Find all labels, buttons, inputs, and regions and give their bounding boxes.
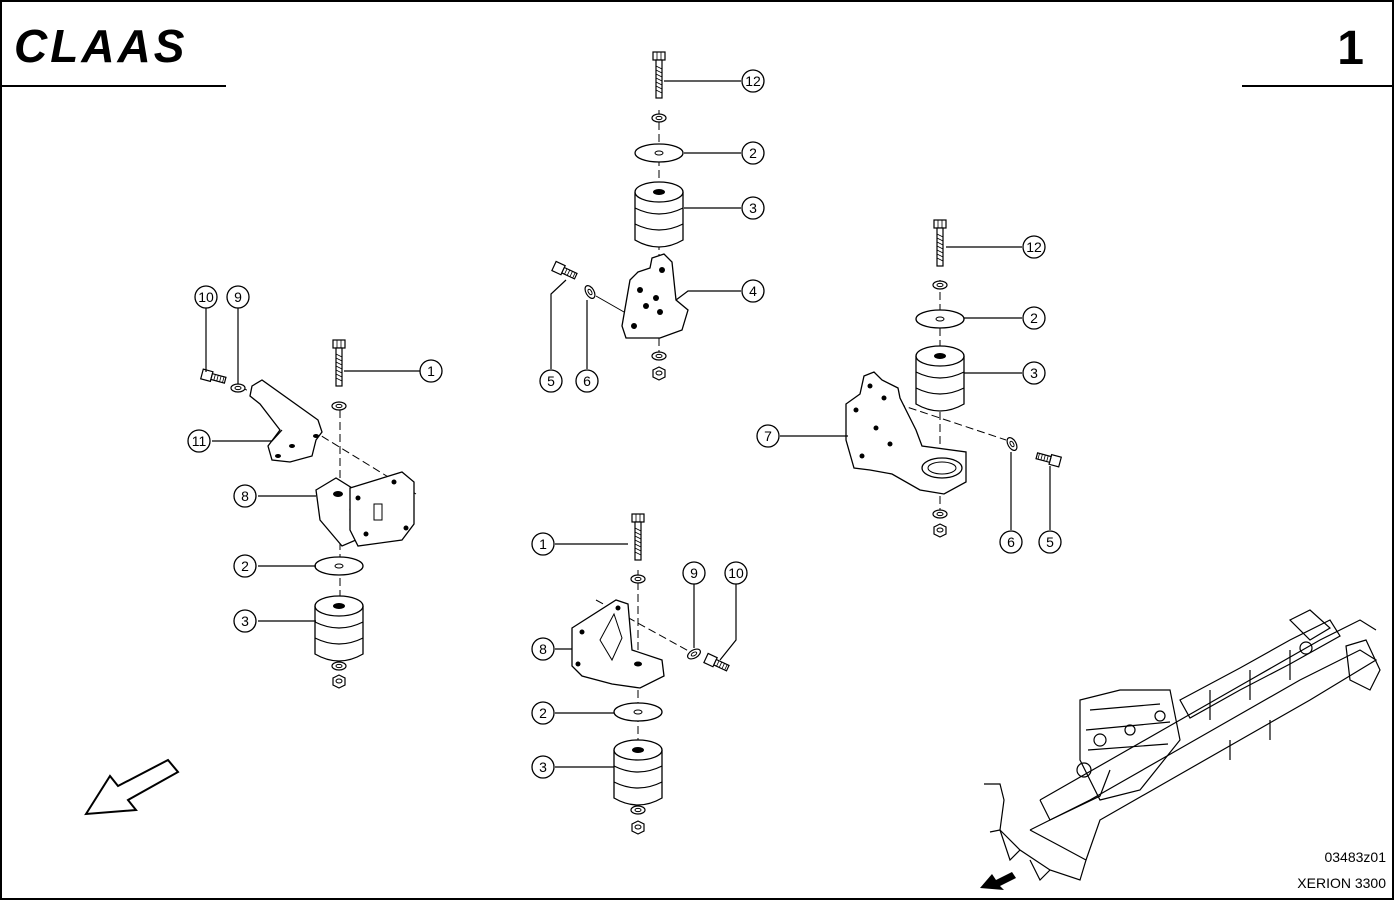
washer-part — [582, 283, 598, 301]
svg-text:8: 8 — [539, 641, 547, 657]
rubber-mount-part — [915, 345, 965, 412]
callout-g3-3: 3 — [1022, 361, 1046, 385]
bolt-part — [332, 339, 346, 387]
callout-g4-10: 10 — [724, 561, 748, 585]
callout-g3-7: 7 — [756, 424, 780, 448]
callout-g1-1: 1 — [419, 359, 443, 383]
screw-part — [703, 652, 731, 674]
svg-text:10: 10 — [728, 565, 744, 581]
callout-g4-1: 1 — [531, 532, 555, 556]
svg-text:7: 7 — [764, 428, 772, 444]
rubber-mount-part — [314, 595, 364, 662]
svg-text:9: 9 — [234, 289, 242, 305]
location-thumbnail — [984, 609, 1381, 882]
bolt-part — [652, 51, 666, 99]
model-name: XERION 3300 — [1297, 875, 1386, 891]
location-arrow-icon — [980, 872, 1016, 890]
screw-part — [200, 368, 228, 386]
callout-g2-3: 3 — [741, 196, 765, 220]
washer-large-part — [613, 702, 663, 722]
callout-g1-9: 9 — [226, 285, 250, 309]
svg-text:6: 6 — [1007, 534, 1015, 550]
washer-part — [230, 383, 246, 393]
callout-g2-6: 6 — [575, 369, 599, 393]
svg-text:4: 4 — [749, 283, 757, 299]
nut-part — [652, 366, 666, 381]
callout-g4-9: 9 — [682, 561, 706, 585]
nut-part — [933, 523, 947, 538]
washer-part — [651, 113, 667, 123]
svg-text:5: 5 — [547, 373, 555, 389]
page-number: 1 — [1337, 22, 1364, 75]
svg-text:8: 8 — [241, 488, 249, 504]
svg-text:1: 1 — [427, 363, 435, 379]
callout-g1-11: 11 — [187, 429, 211, 453]
svg-text:3: 3 — [749, 200, 757, 216]
svg-text:3: 3 — [1030, 365, 1038, 381]
washer-part — [651, 351, 667, 361]
washer-large-part — [915, 309, 965, 329]
svg-text:1: 1 — [539, 536, 547, 552]
svg-text:2: 2 — [539, 705, 547, 721]
washer-part — [331, 401, 347, 411]
washer-part — [932, 509, 948, 519]
svg-text:3: 3 — [539, 759, 547, 775]
callout-g3-6: 6 — [999, 530, 1023, 554]
washer-part — [932, 280, 948, 290]
rubber-mount-part — [613, 739, 663, 806]
screw-part — [1034, 450, 1062, 468]
assembly-bottom-center — [571, 513, 731, 835]
washer-part — [1004, 435, 1020, 453]
callout-g2-12: 12 — [741, 69, 765, 93]
bolt-part — [933, 219, 947, 267]
brand-logo: CLAAS — [14, 20, 187, 72]
callout-g3-12: 12 — [1022, 235, 1046, 259]
svg-text:2: 2 — [1030, 310, 1038, 326]
svg-text:12: 12 — [1026, 239, 1042, 255]
callout-g3-5: 5 — [1038, 530, 1062, 554]
assembly-left — [200, 339, 417, 689]
rubber-mount-part — [634, 181, 684, 248]
svg-text:2: 2 — [749, 145, 757, 161]
drawing-code: 03483z01 — [1324, 849, 1386, 865]
svg-text:3: 3 — [241, 613, 249, 629]
svg-text:11: 11 — [192, 433, 207, 449]
callout-g3-2: 2 — [1022, 306, 1046, 330]
svg-text:2: 2 — [241, 558, 249, 574]
callout-g1-2: 2 — [233, 554, 257, 578]
callout-g2-5: 5 — [539, 369, 563, 393]
callout-g1-10: 10 — [194, 285, 218, 309]
washer-part — [685, 646, 703, 662]
callout-g4-8: 8 — [531, 637, 555, 661]
nut-part — [631, 820, 645, 835]
assembly-right — [845, 219, 1062, 538]
washer-large-part — [314, 556, 364, 576]
direction-arrow-icon — [84, 758, 180, 816]
callout-g1-8: 8 — [233, 484, 257, 508]
svg-text:5: 5 — [1046, 534, 1054, 550]
washer-part — [331, 661, 347, 671]
screw-part — [551, 260, 579, 282]
washer-part — [630, 805, 646, 815]
callout-g2-4: 4 — [741, 279, 765, 303]
callout-leaders — [205, 80, 1051, 768]
nut-part — [332, 674, 346, 689]
callout-g4-3: 3 — [531, 755, 555, 779]
assembly-top-center — [551, 51, 689, 381]
washer-large-part — [634, 143, 684, 163]
callout-markers: 10 9 1 11 8 2 3 12 2 3 4 5 6 12 2 3 7 6 … — [187, 69, 1062, 779]
callout-g4-2: 2 — [531, 701, 555, 725]
bracket-part-11 — [249, 379, 323, 463]
bolt-part — [631, 513, 645, 561]
svg-text:6: 6 — [583, 373, 591, 389]
washer-part — [630, 574, 646, 584]
svg-text:12: 12 — [745, 73, 761, 89]
svg-text:10: 10 — [198, 289, 214, 305]
callout-g2-2: 2 — [741, 141, 765, 165]
callout-g1-3: 3 — [233, 609, 257, 633]
svg-text:9: 9 — [690, 565, 698, 581]
